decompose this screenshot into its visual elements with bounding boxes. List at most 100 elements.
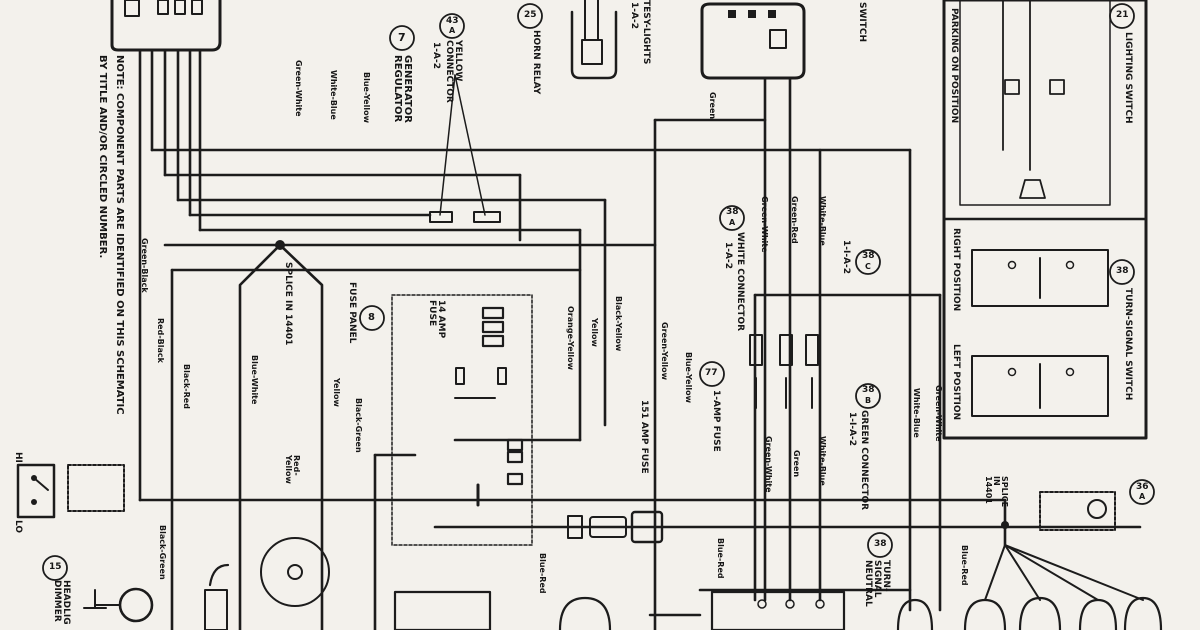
circle-43a bbox=[439, 13, 465, 39]
yellow-connector-ref: 1-A-2 bbox=[431, 42, 441, 69]
circle-38c-letter: C bbox=[865, 262, 871, 271]
wire-black-red: Black-Red bbox=[182, 364, 191, 409]
switch-title-fragment: SWITCH bbox=[857, 2, 867, 43]
circle-38c-label: 38 bbox=[862, 251, 875, 261]
wire-white-blue-3: White-Blue bbox=[818, 436, 827, 486]
wire-white-blue-4: White-Blue bbox=[912, 388, 921, 438]
wire-harness bbox=[138, 48, 1142, 630]
wire-blue-yellow-1: Blue-Yellow bbox=[362, 72, 371, 123]
wire-green-white-2: Green-White bbox=[760, 196, 769, 253]
circle-38c bbox=[855, 249, 881, 275]
circle-25 bbox=[517, 3, 543, 29]
turn-signal-switch-title: TURN-SIGNAL SWITCH bbox=[1123, 288, 1133, 401]
circle-38a-letter: A bbox=[729, 218, 736, 227]
circle-43-label: 43 bbox=[446, 16, 459, 26]
circle-15-label: 15 bbox=[49, 562, 62, 572]
parking-on-position: PARKING ON POSITION bbox=[949, 8, 959, 124]
one-amp-fuse bbox=[567, 510, 664, 544]
circle-36a bbox=[1129, 479, 1155, 505]
circle-15 bbox=[42, 555, 68, 581]
wire-green-yellow: Green-Yellow bbox=[660, 322, 669, 381]
splice-14401-b: SPLICE IN 14401 bbox=[984, 476, 1009, 508]
lower-components bbox=[204, 491, 1163, 630]
circle-43-letter: A bbox=[449, 26, 456, 35]
circle-21 bbox=[1109, 3, 1135, 29]
wire-blue-white: Blue-White bbox=[250, 355, 259, 405]
wire-black-green-1: Black-Green bbox=[354, 398, 363, 453]
circle-25-label: 25 bbox=[524, 10, 537, 20]
horn-relay-title: HORN RELAY bbox=[531, 30, 541, 95]
splice-node-right bbox=[1001, 521, 1009, 529]
right-switch-box bbox=[942, 0, 1148, 440]
yellow-connector-title: YELLOW CONNECTOR bbox=[444, 40, 463, 103]
wire-green-red: Green-Red bbox=[790, 196, 799, 244]
circle-38b-label: 38 bbox=[862, 385, 875, 395]
wire-blue-yellow-2: Blue-Yellow bbox=[684, 352, 693, 403]
circle-7-label: 7 bbox=[398, 31, 406, 44]
green-connector-ref: 1-I-A-2 bbox=[847, 412, 857, 447]
circle-38b bbox=[855, 383, 881, 409]
wire-yellow-2: Yellow bbox=[590, 318, 599, 347]
wire-red-black: Red-Black bbox=[156, 318, 165, 363]
splice-node-14401 bbox=[275, 240, 285, 250]
wire-white-blue-1: White-Blue bbox=[329, 70, 338, 120]
note-line-1: NOTE: COMPONENT PARTS ARE IDENTIFIED ON … bbox=[114, 55, 125, 415]
wire-white-blue-2: White-Blue bbox=[818, 196, 827, 246]
fuse-panel bbox=[391, 294, 533, 546]
note-line-2: BY TITLE AND/OR CIRCLED NUMBER. bbox=[97, 55, 108, 259]
lo-label: LO bbox=[13, 520, 23, 534]
wire-green-white-3: Green-White bbox=[764, 436, 773, 493]
horn-relay-block bbox=[570, 0, 618, 80]
circle-21-label: 21 bbox=[1116, 10, 1129, 20]
circle-36-letter: A bbox=[1139, 492, 1146, 501]
wire-blue-red-2: Blue-Red bbox=[716, 538, 725, 579]
circle-38-tss bbox=[1109, 259, 1135, 285]
hi-label: HI bbox=[13, 452, 23, 463]
white-connector bbox=[749, 334, 819, 366]
right-position: RIGHT POSITION bbox=[951, 228, 961, 312]
circle-38-neutral-label: 38 bbox=[874, 539, 887, 549]
circle-77-label: 77 bbox=[705, 368, 718, 378]
wire-green-white-4: Green-White bbox=[934, 385, 943, 442]
white-connector-ref: 1-A-2 bbox=[723, 242, 733, 269]
fuse-14-amp: 14 AMP FUSE bbox=[427, 300, 446, 339]
turn-neutral-title: TURN-SIGNAL NEUTRAL bbox=[863, 560, 891, 607]
green-connector bbox=[755, 377, 813, 409]
splice-14401-a: SPLICE IN 14401 bbox=[283, 262, 293, 346]
wire-green-top: Green bbox=[708, 92, 717, 120]
circle-77 bbox=[699, 361, 725, 387]
circle-8 bbox=[359, 305, 385, 331]
connector-c-ref: 1-I-A-2 bbox=[841, 240, 851, 275]
wire-green-2: Green bbox=[792, 450, 801, 478]
generator-regulator-block bbox=[110, 0, 222, 52]
generator-regulator-title: GENERATOR REGULATOR bbox=[392, 55, 413, 123]
wire-red-yellow: Red-Yellow bbox=[284, 455, 301, 484]
green-connector-title: GREEN CONNECTOR bbox=[859, 410, 869, 511]
left-position: LEFT POSITION bbox=[951, 344, 961, 421]
reference-circles bbox=[42, 3, 1155, 581]
circle-38b-letter: B bbox=[865, 396, 872, 405]
circle-36-label: 36 bbox=[1136, 482, 1149, 492]
circle-7 bbox=[389, 25, 415, 51]
lighting-switch-title: LIGHTING SWITCH bbox=[1123, 32, 1133, 124]
wire-blue-red-1: Blue-Red bbox=[538, 553, 547, 594]
circle-38a bbox=[719, 205, 745, 231]
wire-green-white-1: Green-White bbox=[294, 60, 303, 117]
circle-38a-label: 38 bbox=[726, 207, 739, 217]
courtesy-lights-ref: 1-A-2 bbox=[629, 2, 639, 29]
wire-black-yellow: Black-Yellow bbox=[614, 296, 623, 352]
wire-black-green-2: Black-Green bbox=[158, 525, 167, 580]
courtesy-switch-block bbox=[700, 2, 806, 80]
circle-38-neutral bbox=[867, 532, 893, 558]
fuse-1-amp: 1-AMP FUSE bbox=[711, 390, 721, 452]
wire-green-black: Green-Black bbox=[140, 238, 149, 293]
white-connector-title: WHITE CONNECTOR bbox=[735, 232, 745, 332]
wire-blue-red-3: Blue-Red bbox=[960, 545, 969, 586]
courtesy-lights-title: TESY-LIGHTS bbox=[641, 0, 651, 65]
headlight-dimmer-title: HEADLIG DIMMER bbox=[52, 580, 71, 625]
yellow-connector bbox=[429, 74, 501, 223]
circle-8-label: 8 bbox=[368, 312, 375, 323]
wire-orange-yellow: Orange-Yellow bbox=[566, 306, 575, 370]
